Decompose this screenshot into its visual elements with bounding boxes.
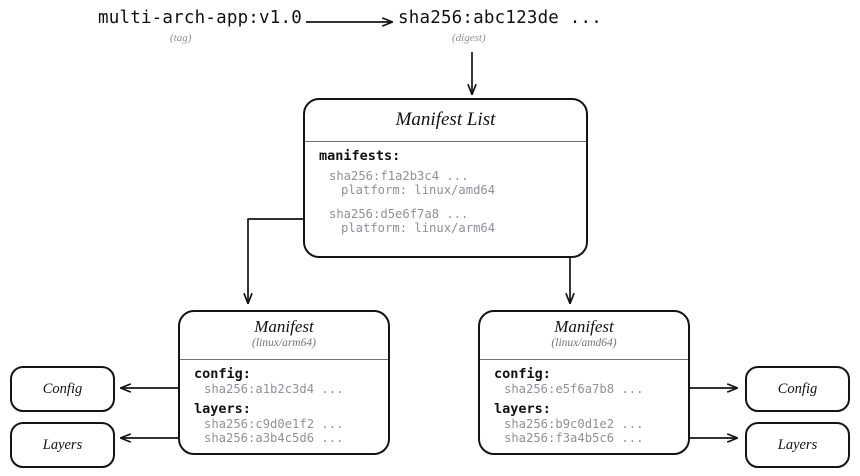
manifest-entry-digest-arm64: sha256:d5e6f7a8 ... (329, 207, 469, 221)
layers-box-arm64: Layers (10, 422, 115, 468)
layers-box-arm64-label: Layers (42, 436, 83, 453)
manifest-arm64-platform: (linux/arm64) (252, 336, 316, 349)
config-box-amd64-label: Config (777, 380, 818, 397)
layer-digest-arm64-0: sha256:c9d0e1f2 ... (204, 417, 344, 431)
manifest-amd64-platform: (linux/amd64) (551, 336, 617, 349)
config-digest-amd64: sha256:e5f6a7b8 ... (504, 382, 644, 396)
config-key-arm64: config: (194, 366, 251, 382)
config-box-arm64: Config (10, 366, 115, 412)
layer-digest-arm64-1: sha256:a3b4c5d6 ... (204, 431, 344, 445)
config-box-arm64-label: Config (42, 380, 83, 397)
tag-annotation: (tag) (170, 32, 192, 44)
config-box-amd64: Config (745, 366, 850, 412)
manifest-entry-digest-amd64: sha256:f1a2b3c4 ... (329, 169, 469, 183)
layers-box-amd64-label: Layers (777, 436, 818, 453)
manifest-amd64-body: config: sha256:e5f6a7b8 ... layers: sha2… (494, 366, 680, 445)
manifests-key: manifests: (319, 148, 401, 164)
manifest-entry-platform-arm64: platform: linux/arm64 (341, 221, 496, 235)
config-key-amd64: config: (494, 366, 551, 382)
manifest-amd64-title: Manifest (554, 317, 614, 336)
manifest-entry-platform-amd64: platform: linux/amd64 (341, 183, 496, 197)
layer-digest-amd64-0: sha256:b9c0d1e2 ... (504, 417, 644, 431)
layers-box-amd64: Layers (745, 422, 850, 468)
manifest-list-card: Manifest List manifests: sha256:f1a2b3c4… (303, 98, 588, 258)
manifest-arm64-divider (180, 359, 388, 360)
digest-annotation: (digest) (452, 32, 486, 44)
layers-key-amd64: layers: (494, 401, 551, 417)
layer-digest-amd64-1: sha256:f3a4b5c6 ... (504, 431, 644, 445)
image-digest-label: sha256:abc123de ... (398, 8, 602, 28)
image-tag-label: multi-arch-app:v1.0 (98, 8, 302, 28)
layers-key-arm64: layers: (194, 401, 251, 417)
manifest-list-title: Manifest List (395, 109, 496, 130)
manifest-card-amd64: Manifest (linux/amd64) config: sha256:e5… (478, 310, 690, 455)
manifest-list-divider (305, 141, 586, 142)
manifest-list-body: manifests: sha256:f1a2b3c4 ... platform:… (319, 148, 578, 235)
manifest-amd64-divider (480, 359, 688, 360)
manifest-card-arm64: Manifest (linux/arm64) config: sha256:a1… (178, 310, 390, 455)
manifest-arm64-body: config: sha256:a1b2c3d4 ... layers: sha2… (194, 366, 380, 445)
config-digest-arm64: sha256:a1b2c3d4 ... (204, 382, 344, 396)
manifest-arm64-title: Manifest (254, 317, 314, 336)
